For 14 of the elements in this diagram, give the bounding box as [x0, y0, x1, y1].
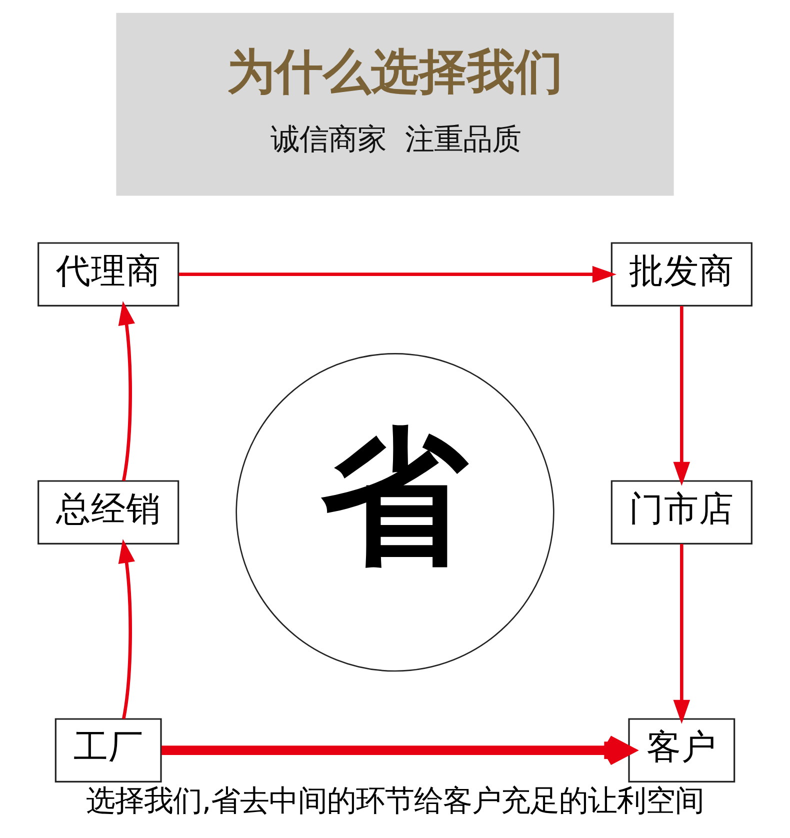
- node-box: 客户: [628, 718, 736, 782]
- arrow: [118, 300, 135, 482]
- node-box: 工厂: [54, 718, 162, 782]
- arrow: [118, 538, 135, 720]
- caption: 选择我们,省去中间的环节给客户充足的让利空间: [86, 783, 704, 818]
- arrow: [673, 544, 690, 724]
- node-box: 总经销: [38, 480, 180, 544]
- node-circle: 省: [236, 353, 554, 672]
- node-box: 批发商: [610, 242, 752, 306]
- arrow: [178, 266, 616, 283]
- arrow: [673, 306, 690, 486]
- node-box: 代理商: [38, 242, 180, 306]
- node-box: 门市店: [610, 480, 752, 544]
- node-box: 为什么选择我们 诚信商家 注重品质: [116, 12, 674, 196]
